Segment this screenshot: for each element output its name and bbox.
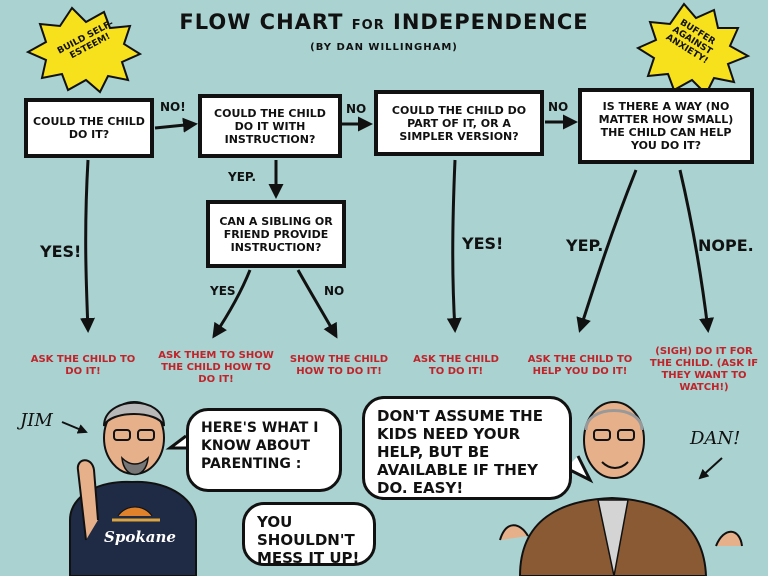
title-main2: INDEPENDENCE — [384, 10, 589, 34]
dan-pointer-arrow — [698, 457, 723, 480]
outcome-ask-child-2: ASK THE CHILD TO DO IT! — [413, 354, 499, 377]
arrow-q3-yes — [446, 159, 462, 333]
arrow-q4-nope — [678, 169, 715, 333]
burst-left-shape — [25, 6, 143, 94]
jim-bubble-1: HERE'S WHAT I KNOW ABOUT PARENTING : — [186, 408, 342, 492]
label-yep-4: YEP. — [566, 236, 604, 255]
shirt-text: Spokane — [104, 528, 176, 546]
question-could-do-it: COULD THE CHILD DO IT? — [24, 98, 154, 158]
label-no-3: NO — [548, 100, 569, 114]
arrow-q1-q2 — [154, 117, 198, 133]
jim-bubble-2: YOU SHOULDN'T MESS IT UP! — [242, 502, 376, 567]
jim-label: JIM — [20, 410, 53, 431]
jim-pointer-arrow — [61, 421, 88, 434]
jim-bubble-tail — [165, 434, 188, 450]
chart-subtitle: (BY DAN WILLINGHAM) — [310, 42, 458, 53]
dan-bubble: DON'T ASSUME THE KIDS NEED YOUR HELP, BU… — [362, 396, 572, 500]
arrow-q1-yes — [80, 159, 96, 333]
jim-figure — [69, 401, 197, 576]
chart-title: FLOW CHART FOR INDEPENDENCE — [0, 10, 768, 34]
label-yes-1: YES! — [40, 242, 82, 261]
dan-label: DAN! — [690, 428, 741, 449]
title-main: FLOW CHART — [179, 10, 352, 34]
arrow-sib-yes — [212, 269, 252, 339]
outcome-show-child: SHOW THE CHILD HOW TO DO IT! — [289, 354, 389, 377]
label-nope-4: NOPE. — [698, 236, 754, 255]
outcome-ask-them-show: ASK THEM TO SHOW THE CHILD HOW TO DO IT! — [158, 350, 274, 385]
label-no-sibling: NO — [324, 284, 345, 298]
dan-bubble-tail — [565, 455, 594, 484]
outcome-ask-child-1: ASK THE CHILD TO DO IT! — [30, 354, 136, 377]
label-yes-3: YES! — [462, 234, 504, 253]
arrow-q4-yep — [576, 169, 638, 333]
label-no-2: NO — [346, 102, 367, 116]
question-with-instruction: COULD THE CHILD DO IT WITH INSTRUCTION? — [198, 94, 342, 158]
outcome-do-it-for-child: (SIGH) DO IT FOR THE CHILD. (ASK IF THEY… — [649, 346, 759, 393]
question-part-of-it: COULD THE CHILD DO PART OF IT, OR A SIMP… — [374, 90, 544, 156]
arrow-sib-no — [296, 269, 338, 339]
label-no-1: NO! — [160, 100, 186, 114]
question-help-you: IS THERE A WAY (NO MATTER HOW SMALL) THE… — [578, 88, 754, 164]
dan-figure — [499, 401, 743, 576]
label-yep-down: YEP. — [228, 170, 257, 184]
label-yes-sibling: YES — [210, 284, 236, 298]
outcome-ask-help: ASK THE CHILD TO HELP YOU DO IT! — [527, 354, 633, 377]
question-sibling-friend: CAN A SIBLING OR FRIEND PROVIDE INSTRUCT… — [206, 200, 346, 268]
title-small: FOR — [351, 18, 385, 33]
